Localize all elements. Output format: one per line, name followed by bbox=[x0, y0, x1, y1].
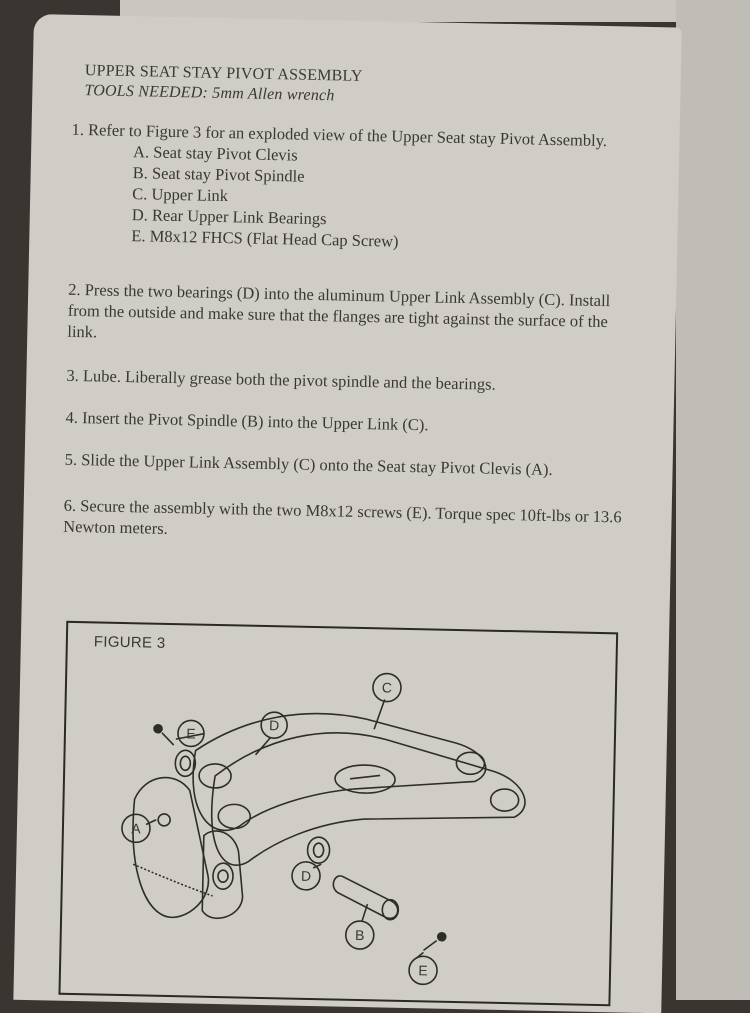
callout-e-top: E bbox=[186, 725, 196, 741]
upper-link-arm-front bbox=[211, 732, 526, 866]
callout-d-top: D bbox=[269, 717, 279, 733]
callout-a: A bbox=[131, 820, 141, 836]
link-eye-rear-left bbox=[198, 763, 232, 789]
step-2-text: 2. Press the two bearings (D) into the a… bbox=[67, 279, 611, 342]
exploded-view-diagram: C D E A D B E bbox=[121, 672, 526, 986]
step-4-text: 4. Insert the Pivot Spindle (B) into the… bbox=[65, 407, 429, 435]
link-eye-rear-right bbox=[455, 751, 486, 776]
step-1: 1. Refer to Figure 3 for an exploded vie… bbox=[69, 119, 642, 257]
step-3-text: 3. Lube. Liberally grease both the pivot… bbox=[66, 365, 496, 394]
bearing-bottom bbox=[306, 836, 331, 864]
callout-e-bottom: E bbox=[418, 962, 428, 978]
link-eye-front-left bbox=[217, 803, 252, 830]
section-header: UPPER SEAT STAY PIVOT ASSEMBLY TOOLS NEE… bbox=[84, 61, 363, 107]
pivot-clevis bbox=[132, 776, 210, 919]
figure-3-box: FIGURE 3 bbox=[58, 620, 619, 1007]
manual-page: UPPER SEAT STAY PIVOT ASSEMBLY TOOLS NEE… bbox=[13, 14, 682, 1013]
link-slot bbox=[334, 764, 396, 794]
callout-b: B bbox=[355, 927, 365, 943]
background-facing-page bbox=[676, 0, 750, 1000]
callout-c: C bbox=[382, 679, 392, 695]
upper-link-arm-rear bbox=[192, 712, 487, 832]
step-5-text: 5. Slide the Upper Link Assembly (C) ont… bbox=[64, 449, 553, 479]
callout-d-bottom: D bbox=[301, 868, 311, 884]
background-page-top bbox=[120, 0, 680, 22]
screw-top bbox=[161, 732, 175, 746]
bearing-top bbox=[174, 749, 197, 778]
step-6-text: 6. Secure the assembly with the two M8x1… bbox=[63, 495, 622, 538]
link-eye-front-right bbox=[489, 788, 520, 812]
screw-bottom bbox=[423, 939, 438, 952]
